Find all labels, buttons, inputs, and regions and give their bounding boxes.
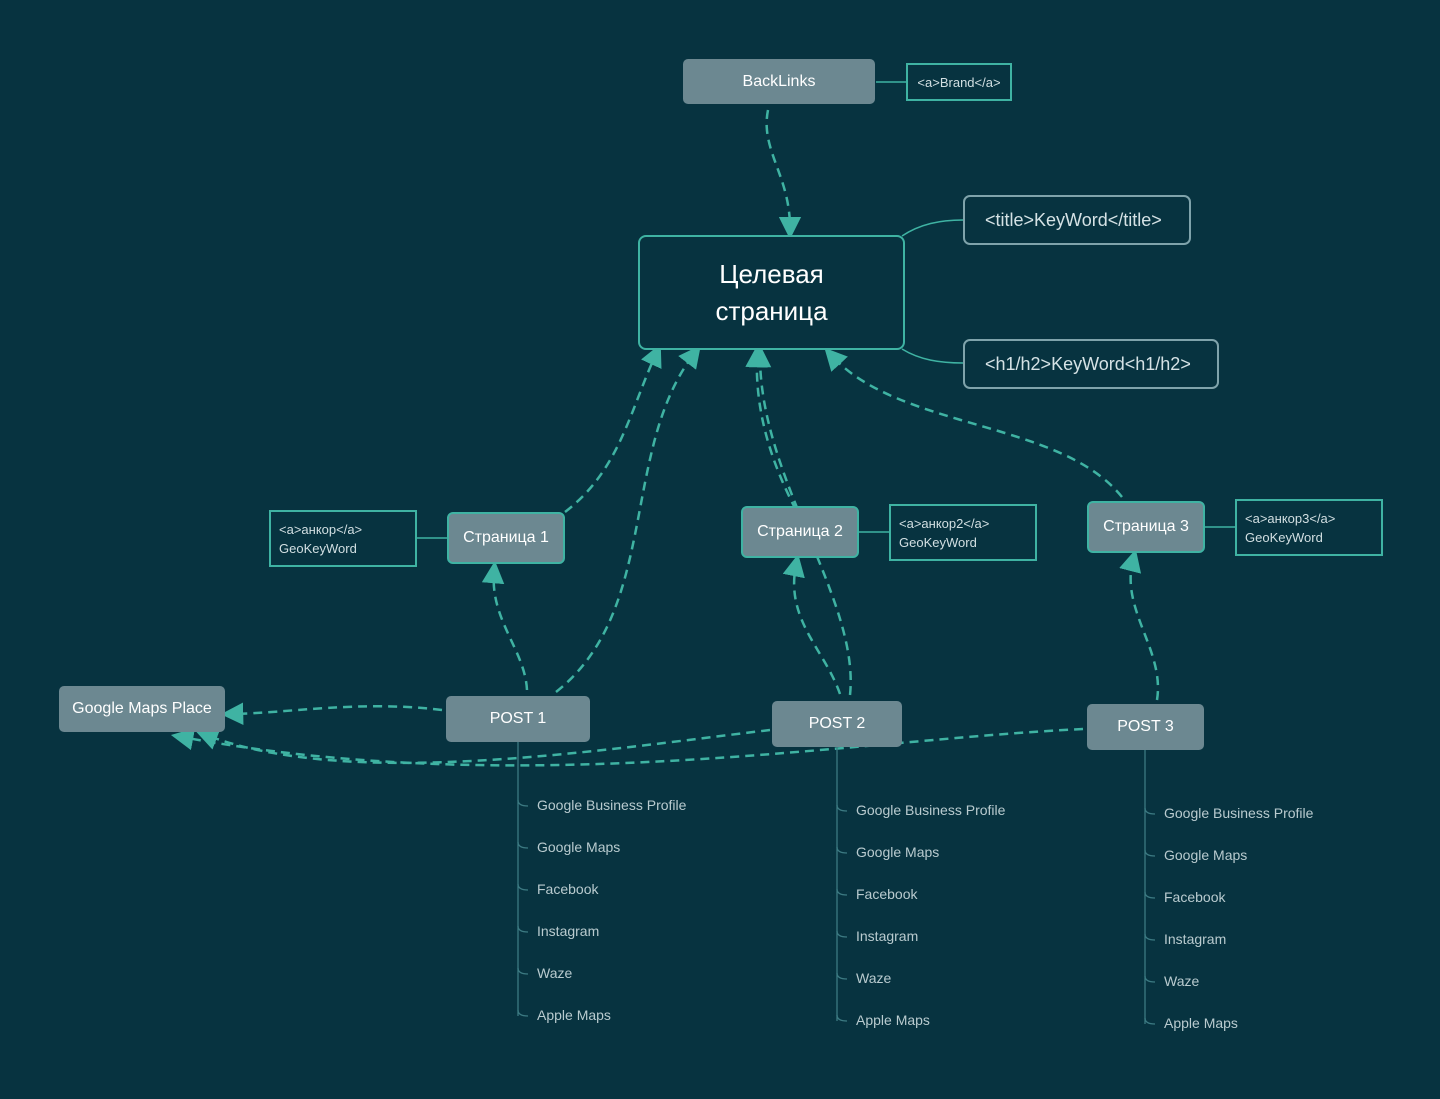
heading-tag-box: <h1/h2>KeyWord<h1/h2> (963, 339, 1219, 389)
backlinks-node[interactable]: BackLinks (683, 59, 875, 104)
post-3-node[interactable]: POST 3 (1087, 704, 1204, 750)
page-3-anchor-tag: <a>анкор3</a> (1245, 510, 1336, 526)
tree-branch-post1-4 (517, 925, 529, 933)
arrow-post1-to-target (555, 345, 701, 693)
tree-branch-post3-6 (1144, 1017, 1156, 1025)
tree-branch-post2-5 (836, 972, 848, 980)
page-2-node[interactable]: Страница 2 (741, 506, 859, 558)
tree-branch-post3-4 (1144, 933, 1156, 941)
page-1-node[interactable]: Страница 1 (447, 512, 565, 564)
tree-branch-post3-5 (1144, 975, 1156, 983)
tree-branch-post3-1 (1144, 807, 1156, 815)
post-1-item: Google Business Profile (537, 797, 687, 813)
brand-anchor-tag: <a>Brand</a> (906, 63, 1012, 101)
connector-target-title (901, 219, 964, 237)
page-3-geo-keyword: GeoKeyWord (1245, 529, 1323, 545)
arrow-post2-to-page2 (782, 553, 842, 695)
page-1-anchor-tag: <a>анкор</a> (279, 521, 363, 537)
arrow-post1-to-page1 (481, 560, 529, 691)
post-1-item: Apple Maps (537, 1007, 611, 1023)
post-2-node[interactable]: POST 2 (772, 701, 902, 747)
connector-target-heading (901, 348, 964, 364)
page-1-anchor-box: <a>анкор</a> GeoKeyWord (269, 510, 417, 567)
post-3-item: Facebook (1164, 889, 1226, 905)
tree-branch-post2-4 (836, 930, 848, 938)
tree-branch-post2-2 (836, 846, 848, 854)
tree-branch-post2-6 (836, 1014, 848, 1022)
tree-branch-post1-6 (517, 1009, 529, 1017)
tree-branch-post1-1 (517, 799, 529, 807)
post-2-item: Instagram (856, 928, 919, 944)
arrow-page2-to-target (745, 344, 798, 511)
tree-branch-post2-3 (836, 888, 848, 896)
arrow-page3-to-target (824, 347, 1123, 498)
post-1-item: Google Maps (537, 839, 621, 855)
target-page-line2: страница (715, 295, 828, 326)
page-2-anchor-box: <a>анкор2</a> GeoKeyWord (889, 504, 1037, 561)
arrow-post3-to-maps (170, 727, 1084, 767)
post-2-item: Google Business Profile (856, 802, 1006, 818)
post-3-item: Google Maps (1164, 847, 1248, 863)
tree-branch-post3-2 (1144, 849, 1156, 857)
arrow-page1-to-target (564, 343, 662, 513)
arrow-post1-to-maps (220, 702, 443, 726)
post-2-item: Google Maps (856, 844, 940, 860)
post-2-item: Facebook (856, 886, 918, 902)
post-1-item: Instagram (537, 923, 600, 939)
post-2-item: Apple Maps (856, 1012, 930, 1028)
post-3-item: Instagram (1164, 931, 1227, 947)
post-2-item: Waze (856, 970, 892, 986)
post-1-item: Waze (537, 965, 573, 981)
page-2-geo-keyword: GeoKeyWord (899, 534, 977, 550)
post-3-item: Waze (1164, 973, 1200, 989)
page-2-anchor-tag: <a>анкор2</a> (899, 515, 990, 531)
tree-branch-post1-5 (517, 967, 529, 975)
tree-branch-post1-2 (517, 841, 529, 849)
target-page-line1: Целевая (719, 258, 824, 289)
arrow-post3-to-page3 (1119, 549, 1160, 701)
arrow-backlinks-to-target (765, 109, 802, 240)
tree-branch-post2-1 (836, 804, 848, 812)
page-3-node[interactable]: Страница 3 (1087, 501, 1205, 553)
post-1-node[interactable]: POST 1 (446, 696, 590, 742)
tree-branch-post1-3 (517, 883, 529, 891)
post-3-item: Apple Maps (1164, 1015, 1238, 1031)
page-3-anchor-box: <a>анкор3</a> GeoKeyWord (1235, 499, 1383, 556)
google-maps-place-node[interactable]: Google Maps Place (59, 686, 225, 732)
title-tag-box: <title>KeyWord</title> (963, 195, 1191, 245)
post-1-item: Facebook (537, 881, 599, 897)
page-1-geo-keyword: GeoKeyWord (279, 540, 357, 556)
target-page-node[interactable]: Целевая страница (638, 235, 905, 350)
arrow-post2-to-maps (195, 728, 771, 765)
tree-branch-post3-3 (1144, 891, 1156, 899)
post-3-item: Google Business Profile (1164, 805, 1314, 821)
